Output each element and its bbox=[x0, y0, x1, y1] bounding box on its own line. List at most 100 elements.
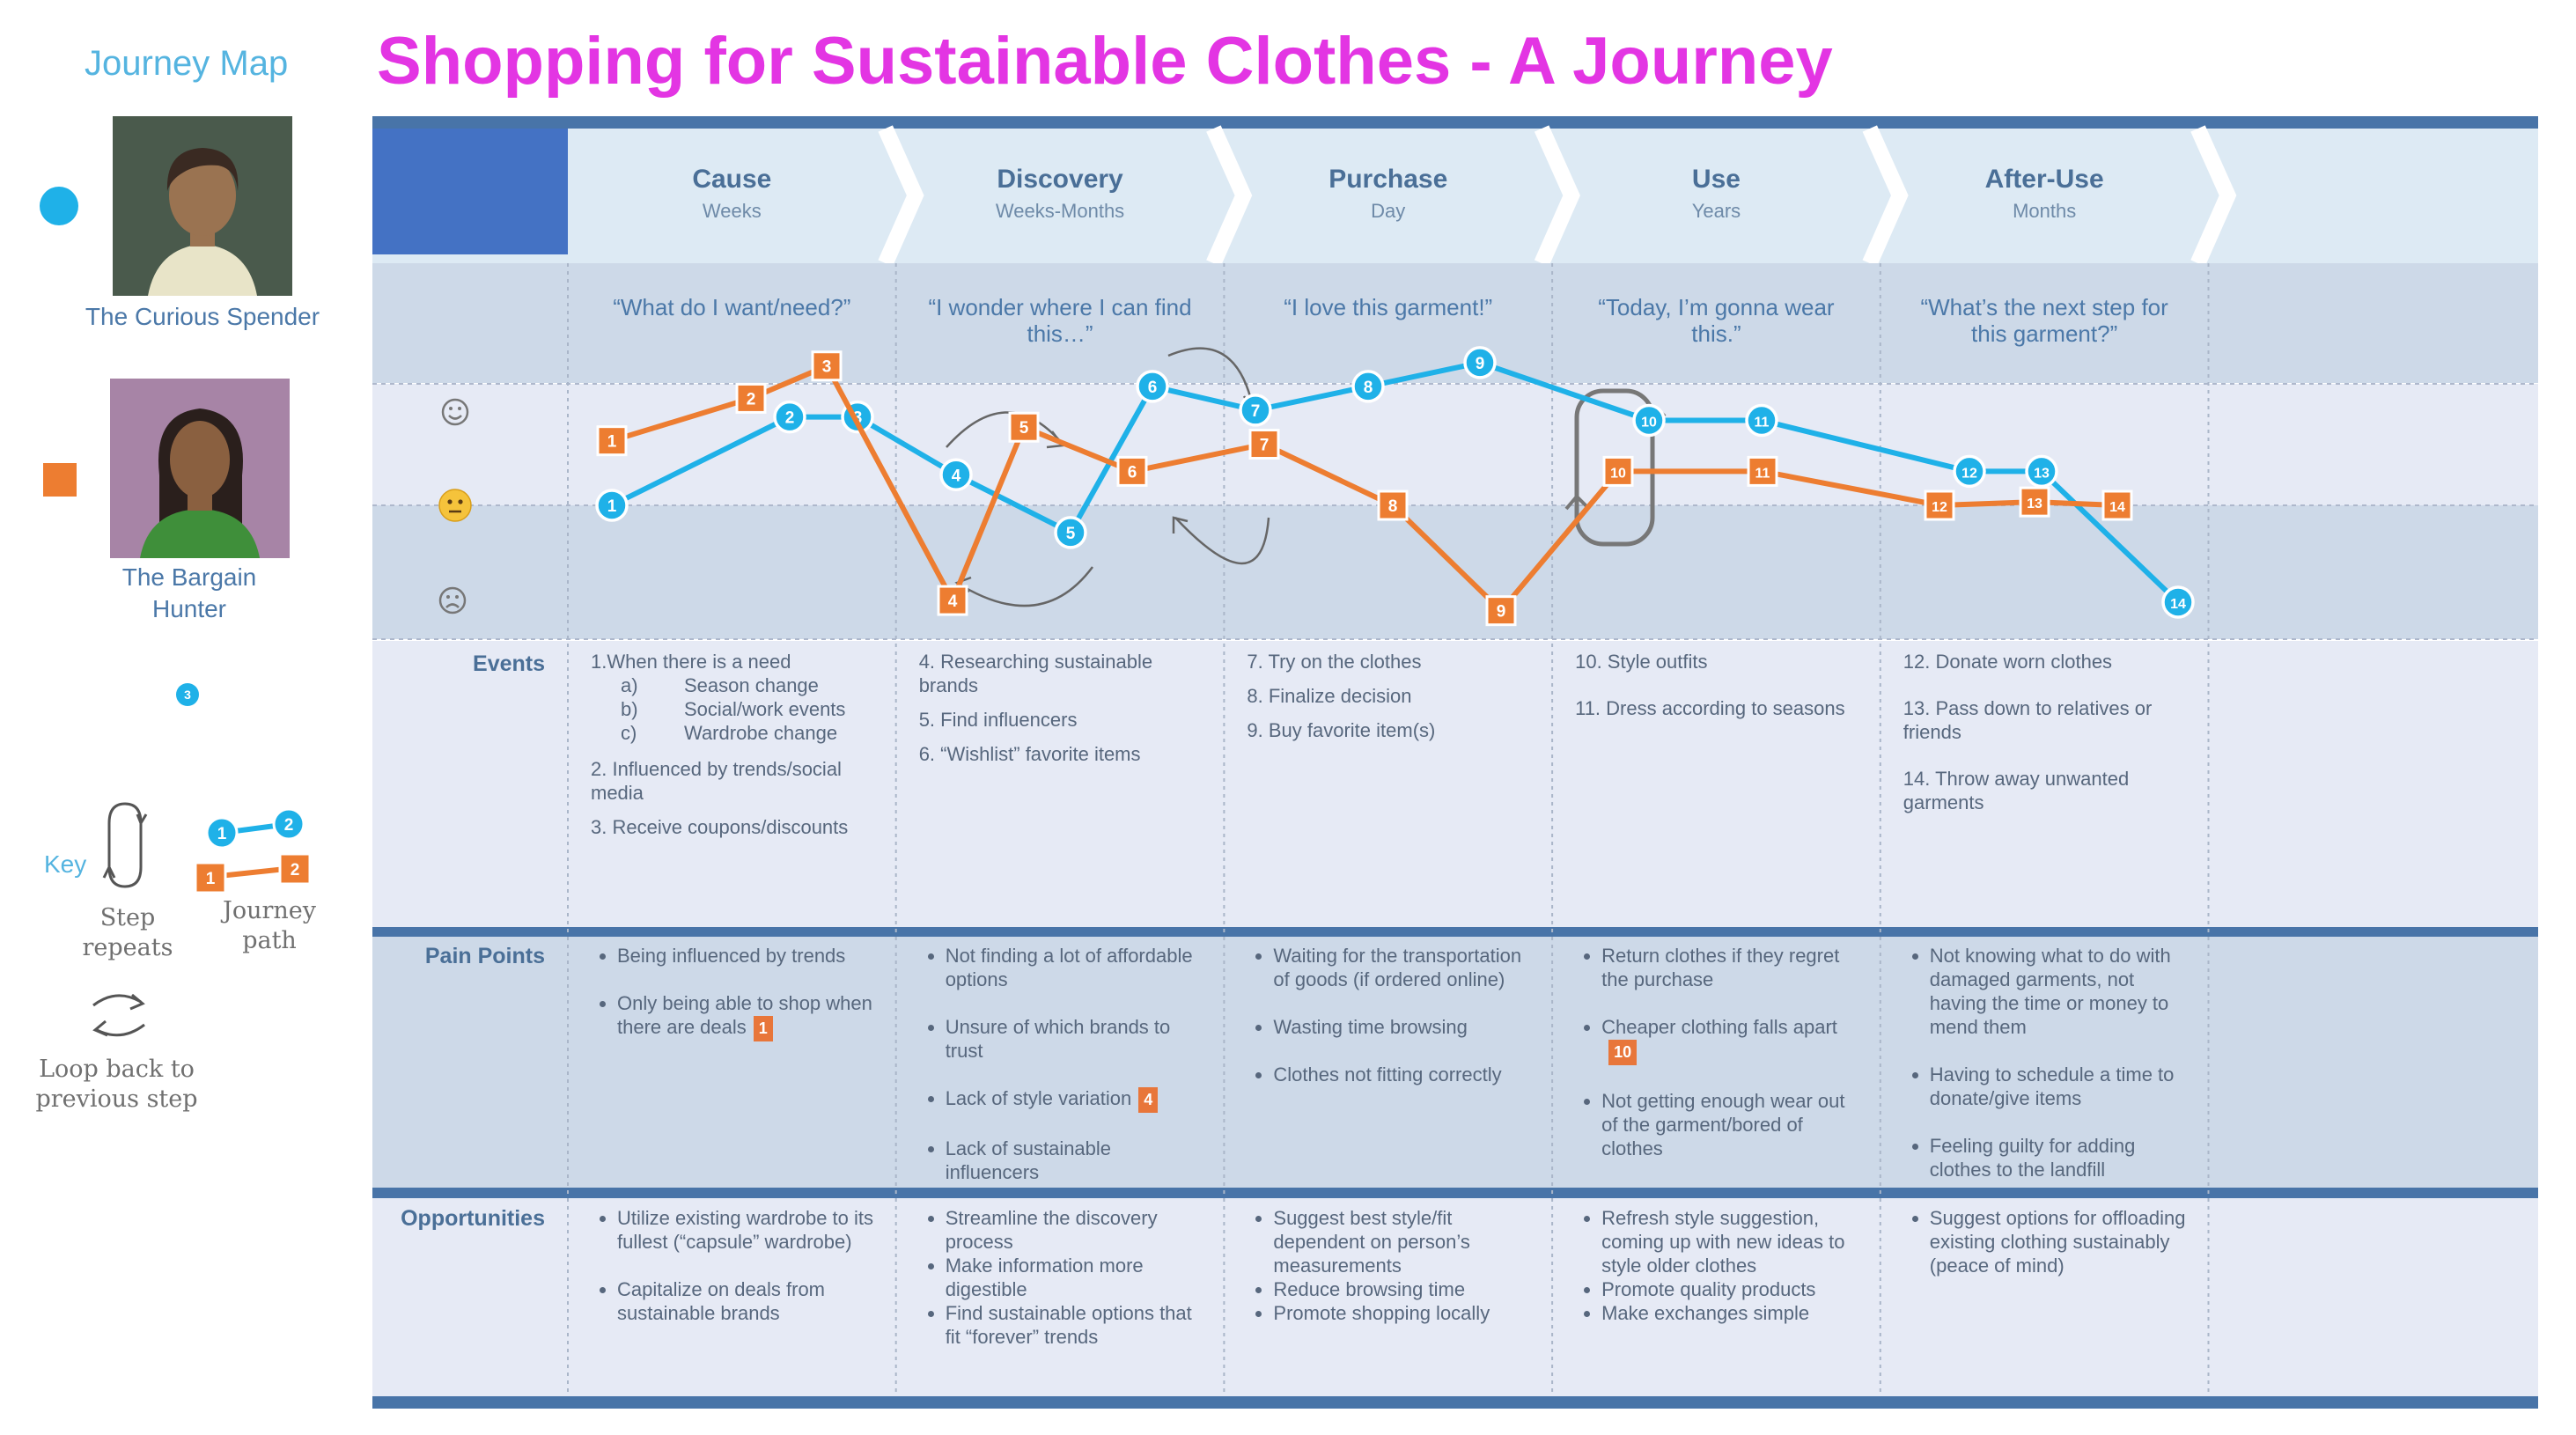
bargain-step-label: 8 bbox=[1388, 497, 1398, 516]
phase-quote-1: “I wonder where I can find this…” bbox=[928, 294, 1192, 347]
events-row-label: Events bbox=[473, 651, 545, 676]
chevron-separator-3 bbox=[1862, 125, 1909, 267]
phase-title-4: After-Use bbox=[1984, 165, 2104, 194]
opportunity-list: Suggest options for offloading existing … bbox=[1903, 1206, 2193, 1277]
pain-list: Not knowing what to do with damaged garm… bbox=[1903, 944, 2193, 1181]
opportunity-item: Find sustainable options that fit “forev… bbox=[946, 1301, 1209, 1349]
pain-point-item: Not knowing what to do with damaged garm… bbox=[1930, 944, 2193, 1039]
pain-point-text: Clothes not fitting correctly bbox=[1273, 1063, 1502, 1085]
pain-cell-0: Being influenced by trendsOnly being abl… bbox=[591, 944, 880, 1065]
sample-circle-1: 1 bbox=[217, 825, 227, 843]
opportunity-item: Promote quality products bbox=[1601, 1277, 1865, 1301]
bargain-step-label: 3 bbox=[822, 358, 832, 377]
events-band bbox=[372, 641, 2538, 927]
phase-title-0: Cause bbox=[692, 165, 772, 194]
pain-step-badge: 10 bbox=[1608, 1040, 1638, 1065]
loop-arrow-discovery-top bbox=[946, 411, 1062, 448]
neutral-face-icon bbox=[438, 489, 472, 522]
curious-step-label: 8 bbox=[1364, 379, 1373, 397]
pain-point-item: Having to schedule a time to donate/give… bbox=[1930, 1063, 2193, 1110]
bargain-step-label: 14 bbox=[2109, 500, 2125, 515]
bargain-step-label: 4 bbox=[948, 592, 958, 611]
bargain-step-label: 6 bbox=[1128, 463, 1137, 482]
bargain-step-label: 7 bbox=[1260, 437, 1270, 455]
pain-point-text: Having to schedule a time to donate/give… bbox=[1929, 1063, 2175, 1109]
curious-step-14: 14 bbox=[2161, 585, 2195, 619]
bargain-step-10: 10 bbox=[1602, 455, 1634, 487]
pain-point-text: Lack of style variation bbox=[945, 1087, 1132, 1109]
event-item: 4. Researching sustainable brands bbox=[918, 651, 1153, 696]
event-sub-item: c)Wardrobe change bbox=[591, 721, 880, 745]
pain-cell-1: Not finding a lot of affordable optionsU… bbox=[919, 944, 1209, 1208]
bargain-step-13: 13 bbox=[2019, 486, 2050, 518]
event-item: 7. Try on the clothes bbox=[1247, 651, 1422, 673]
phase-quote-0: “What do I want/need?” bbox=[613, 294, 851, 320]
sad-face-icon bbox=[438, 586, 467, 614]
pain-point-item: Lack of style variation 4 bbox=[946, 1086, 1209, 1113]
curious-step-13: 13 bbox=[2025, 454, 2058, 489]
curious-step-label: 9 bbox=[1476, 355, 1485, 373]
bargain-step-5: 5 bbox=[1008, 411, 1040, 443]
curious-path-line bbox=[610, 359, 2181, 605]
pain-step-badge: 1 bbox=[753, 1016, 773, 1041]
opportunity-list: Suggest best style/fit dependent on pers… bbox=[1247, 1206, 1536, 1325]
loop-back-arrows bbox=[946, 347, 1270, 607]
opportunities-row-label: Opportunities bbox=[401, 1206, 545, 1231]
curious-step-label: 4 bbox=[952, 467, 961, 485]
sidebar-heading: Journey Map bbox=[85, 44, 289, 83]
smile-face-icon bbox=[441, 398, 469, 426]
opportunities-band bbox=[372, 1198, 2538, 1396]
curious-step-label: 1 bbox=[607, 497, 617, 516]
opportunity-list: Refresh style suggestion, coming up with… bbox=[1575, 1206, 1865, 1325]
pain-point-item: Return clothes if they regret the purcha… bbox=[1601, 944, 1865, 991]
opportunity-item: Streamline the discovery process bbox=[946, 1206, 1209, 1254]
event-sub-text: Wardrobe change bbox=[684, 722, 838, 744]
bargain-step-4: 4 bbox=[937, 585, 968, 616]
event-item: 3. Receive coupons/discounts bbox=[591, 816, 849, 838]
opportunities-cell-3: Refresh style suggestion, coming up with… bbox=[1575, 1206, 1865, 1325]
bargain-step-7: 7 bbox=[1248, 429, 1280, 460]
persona-name-curious-spender: The Curious Spender bbox=[85, 303, 320, 330]
pain-point-item: Clothes not fitting correctly bbox=[1273, 1063, 1536, 1086]
opportunity-list: Streamline the discovery processMake inf… bbox=[919, 1206, 1209, 1349]
events-divider bbox=[372, 927, 2538, 937]
curious-step-label: 12 bbox=[1961, 466, 1977, 481]
phase-duration-2: Day bbox=[1371, 200, 1406, 222]
journey-path-caption: Journey path bbox=[223, 897, 316, 954]
opportunity-list: Utilize existing wardrobe to its fullest… bbox=[591, 1206, 880, 1325]
pain-step-badge: 4 bbox=[1138, 1087, 1159, 1113]
pain-point-item: Not getting enough wear out of the garme… bbox=[1601, 1089, 1865, 1160]
phase-duration-3: Years bbox=[1691, 200, 1741, 222]
bargain-step-label: 2 bbox=[747, 390, 756, 408]
event-sub-text: Season change bbox=[684, 674, 819, 696]
curious-step-label: 5 bbox=[1066, 525, 1076, 543]
opportunity-item: Capitalize on deals from sustainable bra… bbox=[617, 1277, 880, 1325]
event-sub-text: Social/work events bbox=[684, 698, 846, 720]
bargain-step-label: 10 bbox=[1610, 466, 1626, 481]
curious-step-label: 13 bbox=[2034, 466, 2050, 481]
bargain-step-label: 9 bbox=[1497, 603, 1506, 622]
event-item: 10. Style outfits bbox=[1575, 651, 1708, 673]
curious-step-label: 10 bbox=[1641, 416, 1657, 430]
opportunities-cell-1: Streamline the discovery processMake inf… bbox=[919, 1206, 1209, 1349]
step-repeats-caption: Step repeats bbox=[82, 904, 173, 961]
event-sub-letter: b) bbox=[621, 698, 638, 720]
loop-back-icon bbox=[92, 993, 145, 1037]
curious-step-12: 12 bbox=[1953, 454, 1986, 489]
curious-step-8: 8 bbox=[1351, 370, 1385, 403]
bargain-step-label: 1 bbox=[607, 433, 617, 452]
pain-point-text: Wasting time browsing bbox=[1273, 1016, 1468, 1038]
pain-point-text: Not finding a lot of affordable options bbox=[945, 945, 1193, 990]
phase-title-2: Purchase bbox=[1328, 165, 1448, 194]
bargain-step-label: 13 bbox=[2027, 497, 2042, 511]
key-label: Key bbox=[44, 850, 87, 878]
phase-duration-0: Weeks bbox=[702, 200, 762, 222]
bottom-bar bbox=[372, 1396, 2538, 1409]
avatar-bargain-hunter bbox=[110, 379, 290, 558]
page-title: Shopping for Sustainable Clothes - A Jou… bbox=[377, 24, 1833, 99]
